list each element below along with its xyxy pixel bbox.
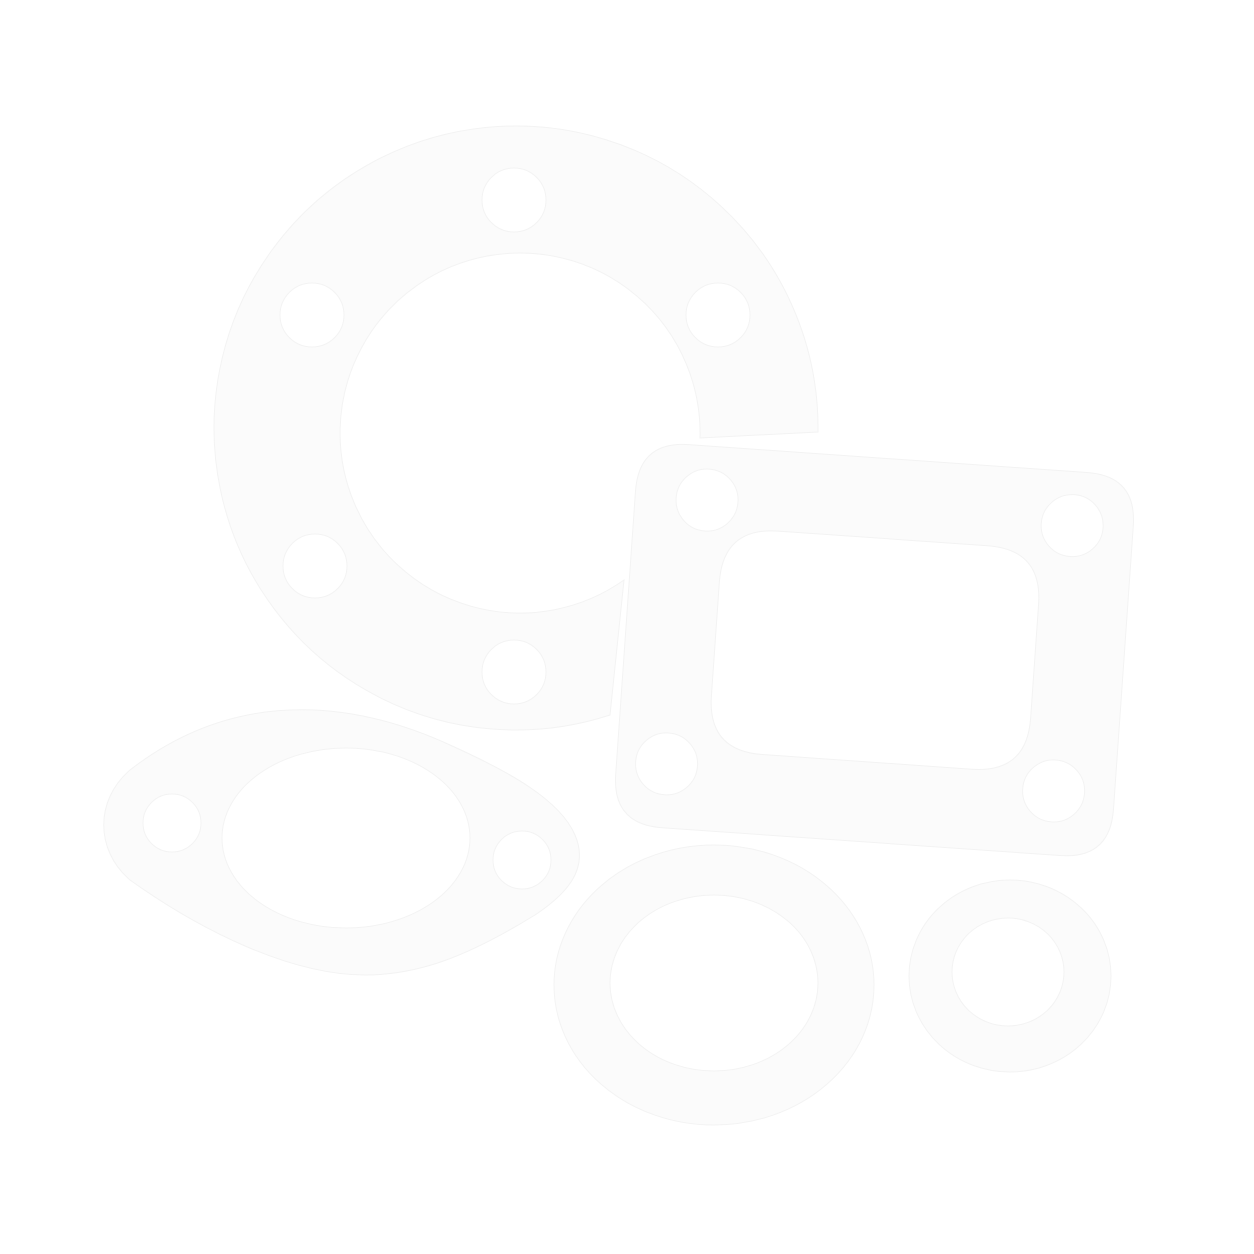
large-round-flange-gasket-body xyxy=(213,125,819,731)
small-ring-gasket-body xyxy=(908,879,1112,1073)
medium-ring-gasket xyxy=(553,844,875,1126)
oval-two-bolt-gasket xyxy=(103,709,580,976)
large-round-flange-gasket xyxy=(213,125,819,731)
oval-two-bolt-gasket-body xyxy=(103,709,580,976)
small-ring-gasket xyxy=(908,879,1112,1073)
square-flange-gasket-body xyxy=(615,443,1134,857)
square-flange-gasket xyxy=(615,443,1134,857)
medium-ring-gasket-body xyxy=(553,844,875,1126)
